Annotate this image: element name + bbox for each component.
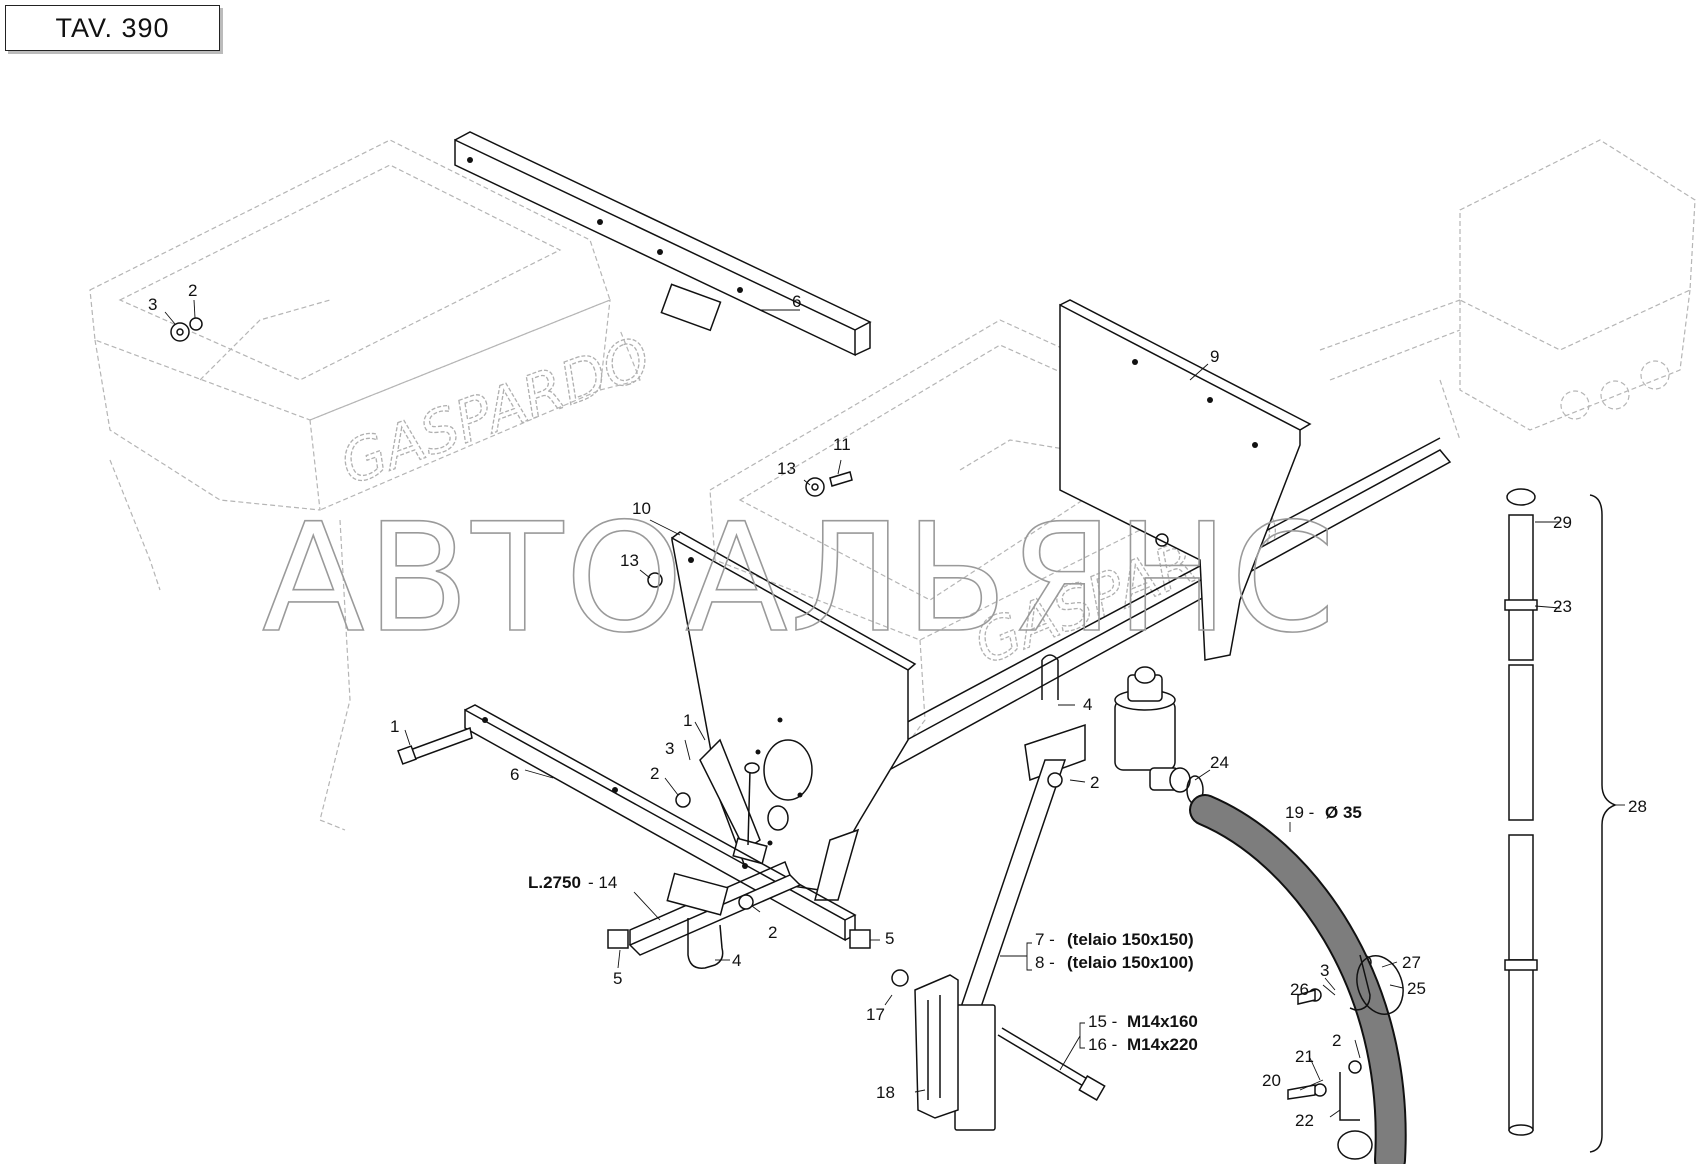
part-28-tube-assembly xyxy=(1504,488,1538,1136)
part-1-angle-bracket xyxy=(699,738,768,865)
part-18-bracket xyxy=(914,974,959,1119)
label-11: 11 xyxy=(833,435,851,454)
label-5: 5 xyxy=(613,969,622,988)
label-16-spec: M14x220 xyxy=(1127,1035,1198,1054)
callout-labels: 3 2 6 9 11 13 10 13 1 1 3 2 6 L.2750 - 1… xyxy=(148,281,1647,1130)
label-7-spec: (telaio 150x150) xyxy=(1067,930,1194,949)
label-6: 6 xyxy=(510,765,519,784)
label-9: 9 xyxy=(1210,347,1219,366)
label-6: 6 xyxy=(792,292,801,311)
part-9-side-plate xyxy=(1059,299,1312,661)
label-25: 25 xyxy=(1407,979,1426,998)
label-1: 1 xyxy=(683,711,692,730)
ghost-hopper-left xyxy=(89,139,641,831)
part-19-hose xyxy=(1189,794,1407,1164)
page-title: TAV. 390 xyxy=(5,5,220,51)
part-7-8-frame-arm xyxy=(954,723,1086,1131)
label-23: 23 xyxy=(1553,597,1572,616)
label-3: 3 xyxy=(148,295,157,314)
part-14-crossbar xyxy=(628,860,802,956)
label-14: - 14 xyxy=(588,873,617,892)
label-19-spec: Ø 35 xyxy=(1325,803,1362,822)
label-26: 26 xyxy=(1290,980,1309,999)
label-2: 2 xyxy=(188,281,197,300)
label-14-length: L.2750 xyxy=(528,873,581,892)
label-3: 3 xyxy=(1320,961,1329,980)
label-7: 7 - xyxy=(1035,930,1055,949)
part-6-bottom-rail xyxy=(464,704,857,942)
label-1: 1 xyxy=(390,717,399,736)
label-13: 13 xyxy=(620,551,639,570)
part-5-end-caps xyxy=(607,929,871,949)
label-3: 3 xyxy=(665,739,674,758)
label-27: 27 xyxy=(1402,953,1421,972)
label-24: 24 xyxy=(1210,753,1229,772)
watermark: АВТОАЛЬЯНС xyxy=(262,492,1337,666)
bracket-28 xyxy=(1589,494,1618,1153)
part-25-hose-clamp xyxy=(1349,954,1404,1015)
label-8-spec: (telaio 150x100) xyxy=(1067,953,1194,972)
fasteners xyxy=(170,317,1372,1100)
part-15-16-long-bolt xyxy=(997,1027,1106,1101)
label-20: 20 xyxy=(1262,1071,1281,1090)
label-28: 28 xyxy=(1628,797,1647,816)
label-13: 13 xyxy=(777,459,796,478)
label-2: 2 xyxy=(1090,773,1099,792)
label-4: 4 xyxy=(1083,695,1092,714)
label-2: 2 xyxy=(1332,1031,1341,1050)
label-17: 17 xyxy=(866,1005,885,1024)
label-22: 22 xyxy=(1295,1111,1314,1130)
label-18: 18 xyxy=(876,1083,895,1102)
label-21: 21 xyxy=(1295,1047,1314,1066)
ghost-hopper-right xyxy=(1319,139,1696,441)
label-5: 5 xyxy=(885,929,894,948)
label-4: 4 xyxy=(732,951,741,970)
label-15-spec: M14x160 xyxy=(1127,1012,1198,1031)
label-19: 19 - xyxy=(1285,803,1314,822)
label-10: 10 xyxy=(632,499,651,518)
part-22-bracket xyxy=(1337,1072,1373,1160)
part-6-top-rail xyxy=(454,131,872,357)
leader-lines xyxy=(164,299,1625,1118)
label-8: 8 - xyxy=(1035,953,1055,972)
label-15: 15 - xyxy=(1088,1012,1117,1031)
brand-logo-left: GASPARDO xyxy=(332,324,660,499)
drive-unit xyxy=(1114,666,1204,805)
part-4-u-bolt xyxy=(687,654,1059,969)
label-29: 29 xyxy=(1553,513,1572,532)
label-16: 16 - xyxy=(1088,1035,1117,1054)
label-2: 2 xyxy=(650,764,659,783)
label-2: 2 xyxy=(768,923,777,942)
